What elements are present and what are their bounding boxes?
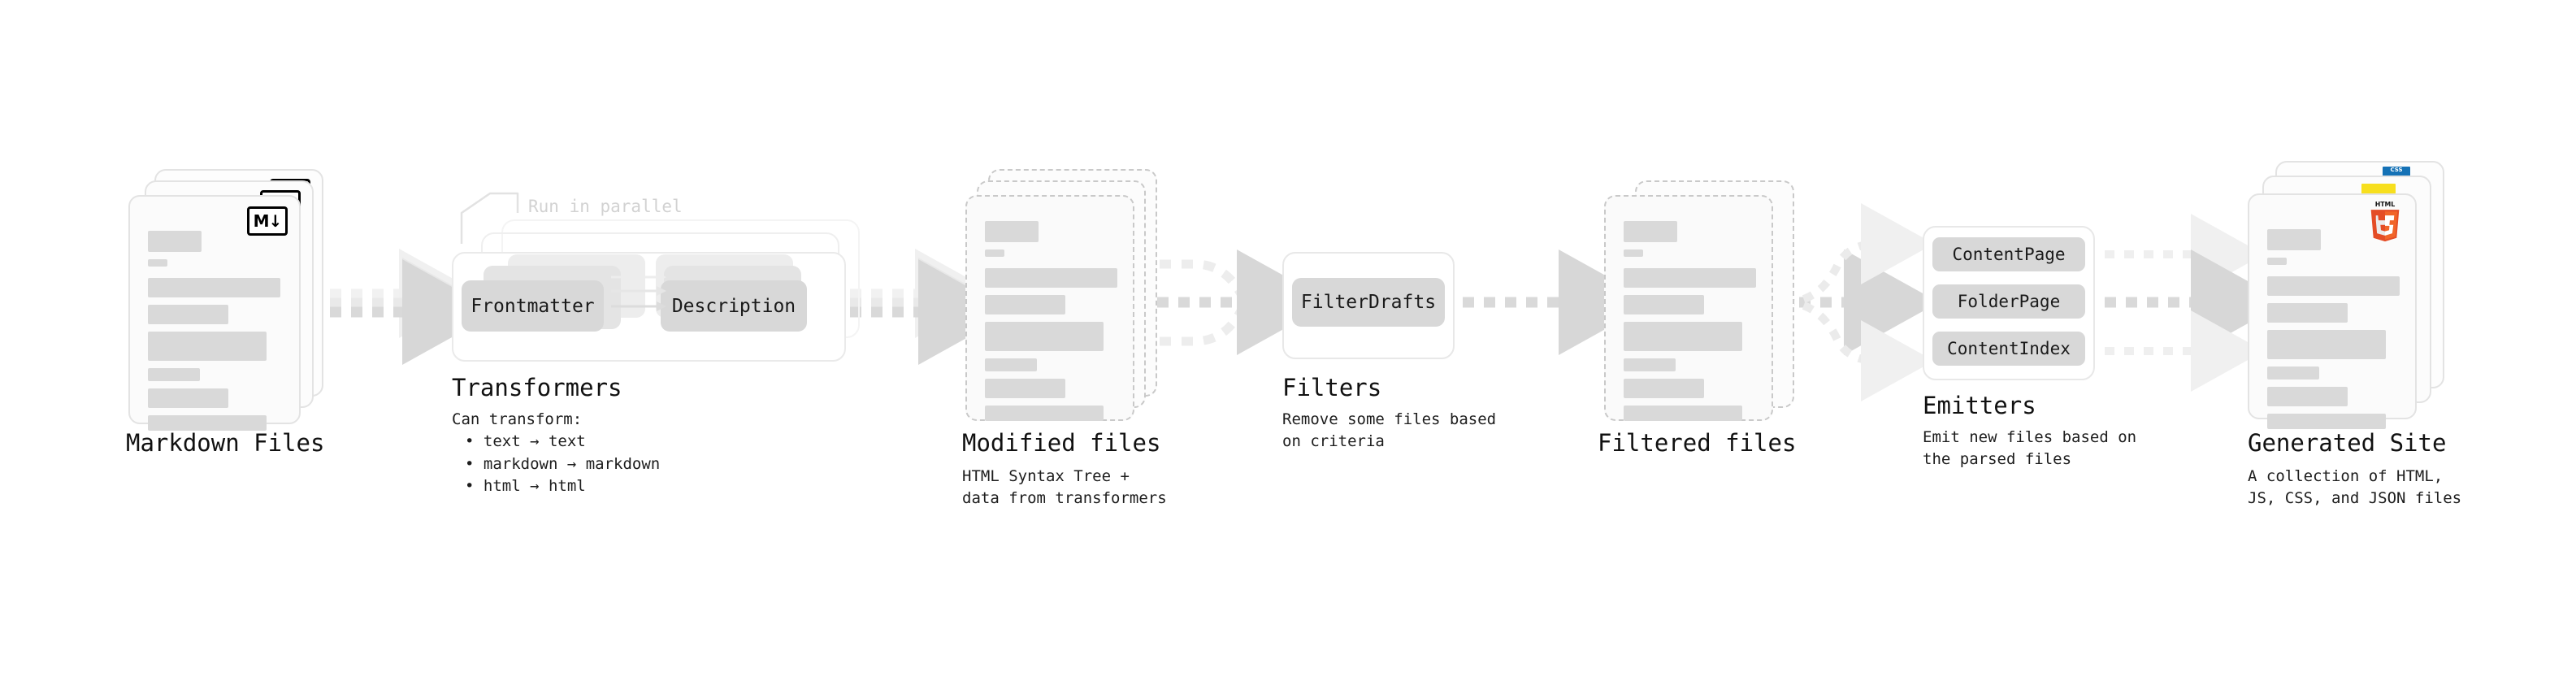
bullet-html-html: • html → html — [465, 477, 586, 496]
chip-contentindex[interactable]: ContentIndex — [1932, 332, 2085, 366]
chip-frontmatter[interactable]: Frontmatter — [462, 280, 604, 332]
markdown-card-front: M↓ — [128, 195, 301, 431]
chip-description[interactable]: Description — [661, 280, 807, 332]
card-placeholder-lines — [985, 221, 1117, 428]
site-card-front: HTML — [2248, 193, 2417, 429]
card-placeholder-lines — [2267, 229, 2400, 436]
transformers-bullets: • text → text • markdown → markdown • ht… — [465, 431, 660, 498]
stage-desc-emitters: Emit new files based on the parsed files — [1923, 428, 2137, 468]
connector-emitters-to-site — [2105, 214, 2286, 392]
stage-title-modified-files: Modified files — [962, 429, 1161, 457]
html5-badge: HTML — [2370, 201, 2400, 242]
stage-desc-transformers: Can transform: — [452, 410, 583, 428]
css-badge: CSS — [2383, 167, 2410, 178]
chip-folderpage[interactable]: FolderPage — [1932, 284, 2085, 319]
markdown-badge: M↓ — [247, 206, 288, 236]
stage-desc-generated-site: A collection of HTML, JS, CSS, and JSON … — [2248, 467, 2462, 507]
modified-card-front — [965, 195, 1134, 421]
bullet-text-text: • text → text — [465, 432, 586, 450]
stage-title-transformers: Transformers — [452, 374, 622, 401]
stage-title-emitters: Emitters — [1923, 392, 2036, 419]
run-in-parallel-note: Run in parallel — [528, 197, 683, 216]
bullet-markdown-markdown: • markdown → markdown — [465, 454, 661, 473]
transformer-inner-arrows — [611, 272, 666, 311]
svg-text:HTML: HTML — [2375, 201, 2396, 208]
stage-title-filters: Filters — [1282, 374, 1382, 401]
card-placeholder-lines — [1624, 221, 1756, 428]
connector-md-to-transformers — [309, 249, 497, 365]
filtered-card-front — [1604, 195, 1773, 421]
card-placeholder-lines — [148, 231, 283, 438]
stage-desc-filters: Remove some files based on criteria — [1282, 410, 1497, 450]
chip-filterdrafts[interactable]: FilterDrafts — [1292, 278, 1445, 327]
stage-title-markdown-files: Markdown Files — [126, 429, 325, 457]
stage-title-generated-site: Generated Site — [2248, 429, 2447, 457]
stage-title-filtered-files: Filtered files — [1598, 429, 1797, 457]
chip-contentpage[interactable]: ContentPage — [1932, 237, 2085, 271]
stage-desc-modified-files: HTML Syntax Tree + data from transformer… — [962, 467, 1167, 507]
